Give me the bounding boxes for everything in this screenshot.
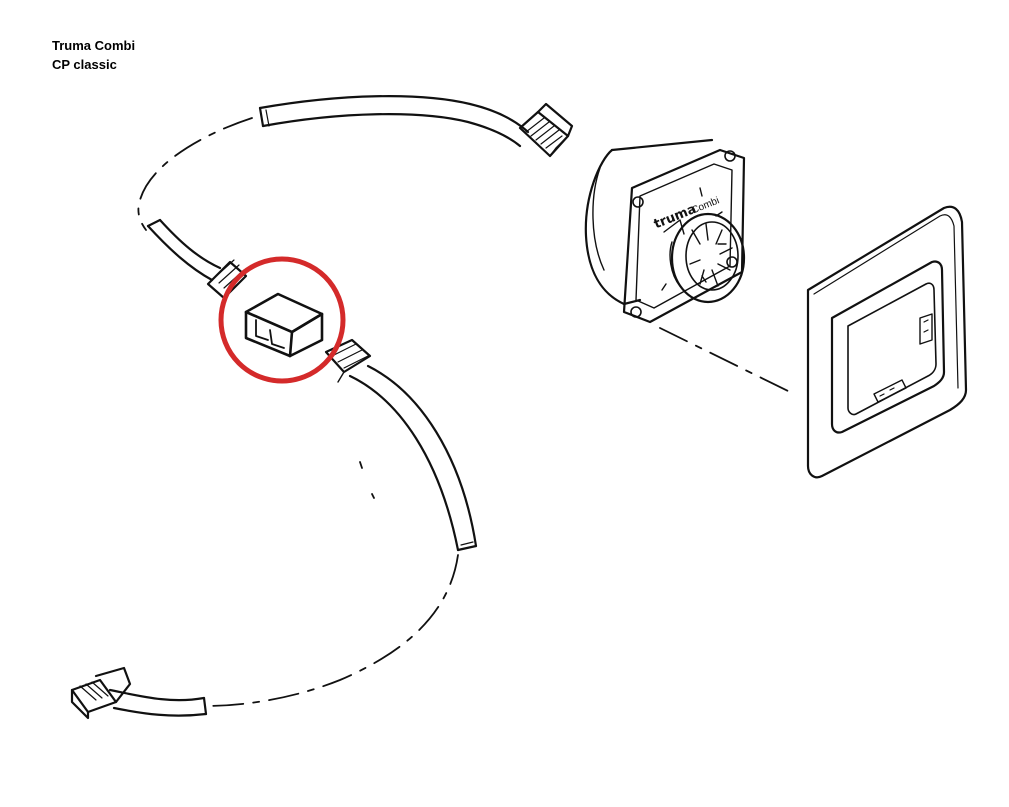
control-panel-label: truma Combi xyxy=(652,195,721,232)
rj11-plug-icon-bottom xyxy=(70,666,132,720)
rj11-plug-icon xyxy=(518,102,574,158)
cable-coupler-icon xyxy=(244,292,324,358)
cable-main xyxy=(348,364,478,552)
cable-left xyxy=(146,218,222,282)
highlight-circle xyxy=(218,256,346,384)
rj11-plug-icon-right xyxy=(324,338,372,383)
title-line-1: Truma Combi xyxy=(52,38,136,53)
cable-break-lines xyxy=(137,117,791,707)
cable-bottom xyxy=(108,688,208,717)
diagram-title: Truma Combi CP classic xyxy=(52,36,135,74)
rotary-knob-icon xyxy=(663,212,746,304)
cable-top xyxy=(258,95,530,148)
title-line-2: CP classic xyxy=(52,57,117,72)
cover-frame-icon xyxy=(806,205,968,479)
